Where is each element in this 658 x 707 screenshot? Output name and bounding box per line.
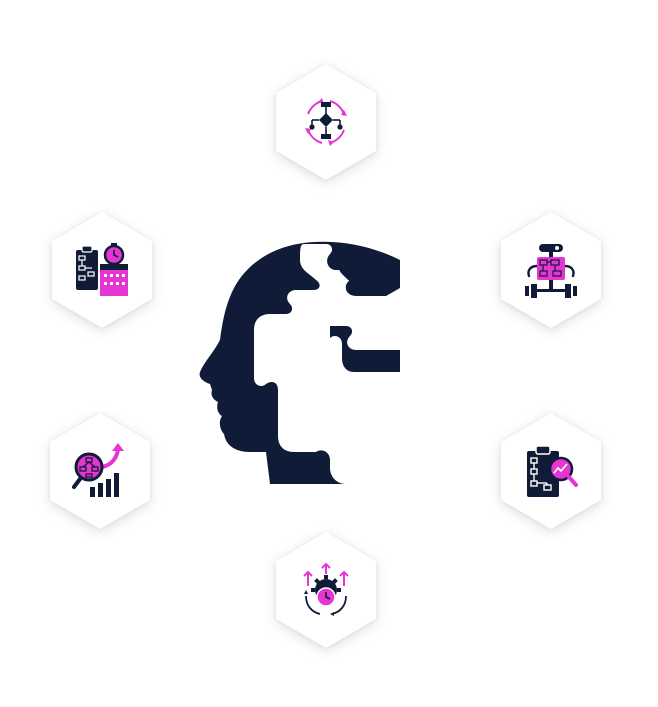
hex-node-lower-left [50, 413, 150, 529]
flowchart-cycle-icon [305, 98, 347, 146]
gear-clock-efficiency-icon [303, 562, 349, 616]
hex-node-upper-right [501, 212, 601, 328]
hex-node-lower-right [501, 413, 601, 529]
clipboard-analytics-icon [527, 445, 578, 497]
hex-node-upper-left [52, 212, 152, 328]
head-puzzle-icon [199, 241, 400, 484]
hex-node-bottom [276, 532, 376, 648]
hex-node-top [276, 64, 376, 180]
magnify-growth-chart-icon [72, 443, 124, 497]
planning-calendar-icon [76, 243, 128, 296]
robot-flowchart-icon [525, 244, 577, 298]
